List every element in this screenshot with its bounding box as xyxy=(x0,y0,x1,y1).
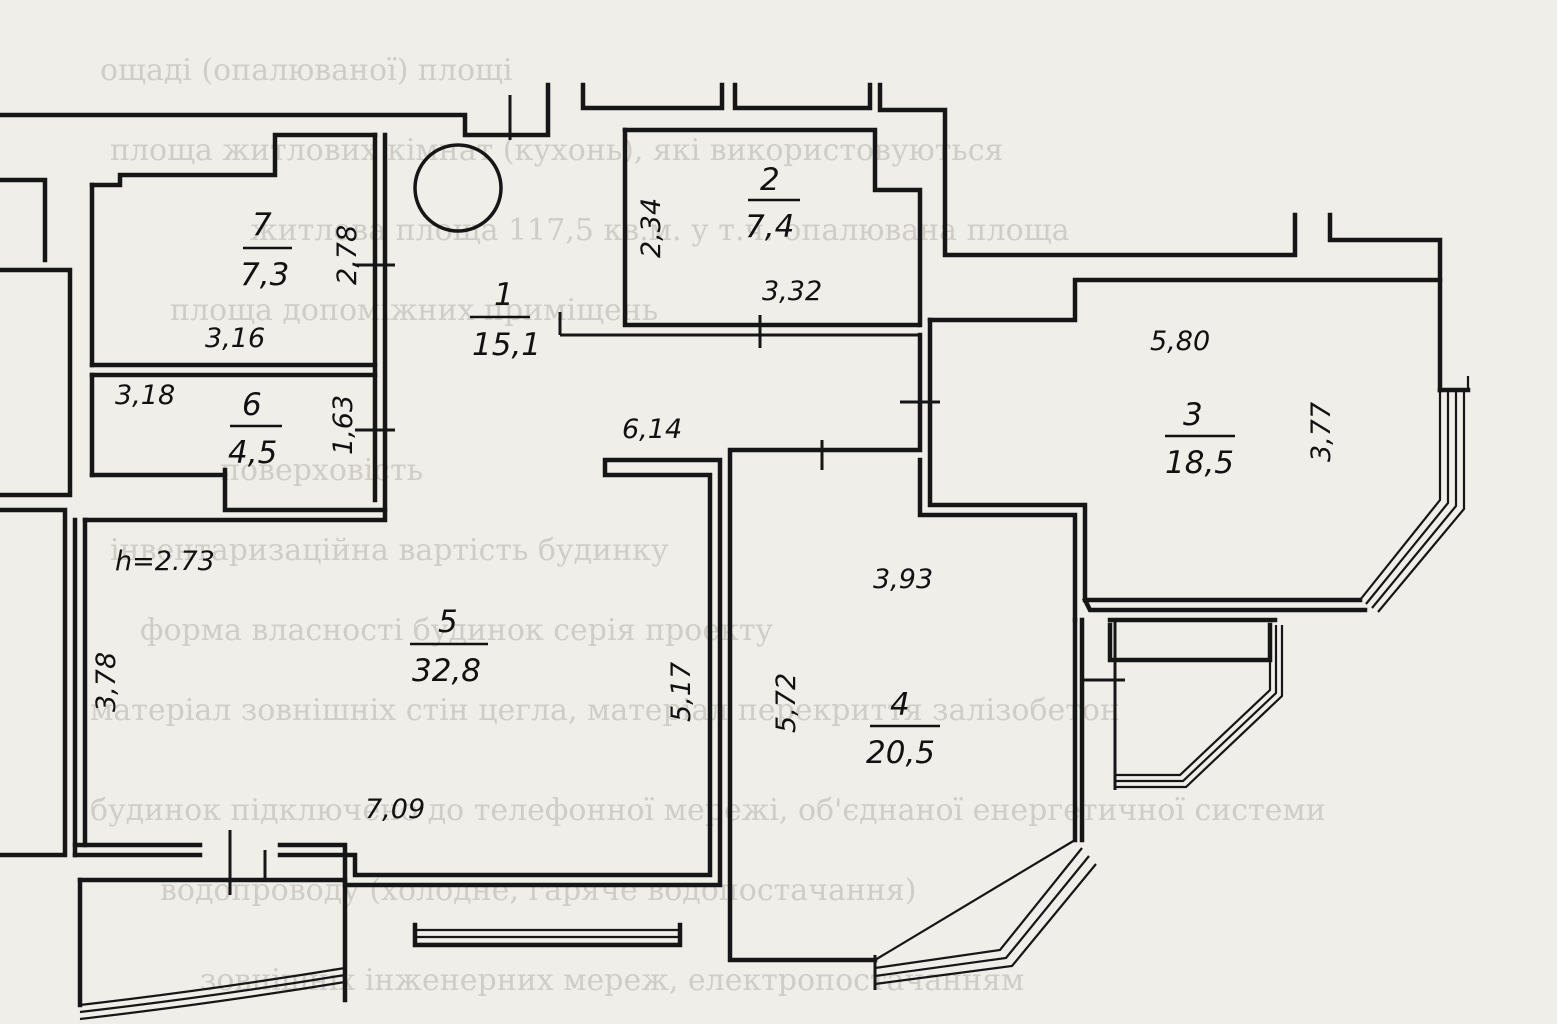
column-circle xyxy=(413,143,503,233)
room-5-area: 32,8 xyxy=(412,653,481,689)
dim-3-32: 3,32 xyxy=(762,276,822,307)
dim-5-17: 5,17 xyxy=(666,662,697,722)
room-6-label: 6 4,5 xyxy=(228,387,282,471)
ceiling-height: h=2.73 xyxy=(115,546,215,577)
dim-2-78: 2,78 xyxy=(332,225,363,285)
door-marks xyxy=(228,95,1125,895)
bg-line: матеріал зовнішніх стін цегла, матеріал … xyxy=(90,693,1120,728)
room-labels: 7 7,3 6 4,5 1 15,1 2 7,4 3 18,5 4 20,5 xyxy=(228,162,1235,771)
dimension-labels: 2,78 3,16 3,18 1,63 2,34 3,32 6,14 5,80 … xyxy=(91,198,1337,825)
room-7-number: 7 xyxy=(252,207,272,243)
dim-3-78: 3,78 xyxy=(91,652,122,712)
room-3-label: 3 18,5 xyxy=(1165,397,1235,481)
dim-5-72: 5,72 xyxy=(771,673,802,733)
dim-3-18: 3,18 xyxy=(115,380,175,411)
room-3-number: 3 xyxy=(1183,397,1203,433)
bg-line: ощаді (опалюваної) площі xyxy=(100,53,513,88)
room-6-number: 6 xyxy=(242,387,262,423)
dim-3-16: 3,16 xyxy=(205,323,265,354)
dim-6-14: 6,14 xyxy=(622,414,682,445)
dim-7-09: 7,09 xyxy=(365,794,425,825)
room-1-label: 1 15,1 xyxy=(470,277,541,363)
room-5-number: 5 xyxy=(438,604,458,640)
room-4-area: 20,5 xyxy=(866,735,935,771)
dim-1-63: 1,63 xyxy=(328,395,359,455)
windows xyxy=(79,376,1470,1021)
bg-line: інвентаризаційна вартість будинку xyxy=(110,533,669,568)
room-7-label: 7 7,3 xyxy=(240,207,292,293)
bg-line: площа допоміжних приміщень xyxy=(170,293,658,328)
walls xyxy=(0,82,1471,1008)
room-2-label: 2 7,4 xyxy=(745,162,800,245)
bg-line: поверховість xyxy=(220,453,423,488)
room-4-number: 4 xyxy=(890,687,910,723)
room-1-number: 1 xyxy=(494,277,514,313)
dim-2-34: 2,34 xyxy=(636,198,667,258)
bg-line: форма власності будинок серія проекту xyxy=(140,613,773,648)
room-5-label: 5 32,8 xyxy=(410,604,488,689)
bg-line: площа житлових кімнат (кухонь), які вико… xyxy=(110,133,1003,168)
room-3-area: 18,5 xyxy=(1165,445,1234,481)
dim-5-80: 5,80 xyxy=(1150,326,1210,357)
dim-3-93: 3,93 xyxy=(873,564,933,595)
room-2-area: 7,4 xyxy=(745,209,794,245)
room-4-label: 4 20,5 xyxy=(866,687,940,771)
dim-3-77: 3,77 xyxy=(1306,402,1337,462)
room-7-area: 7,3 xyxy=(240,257,289,293)
room-1-area: 15,1 xyxy=(472,327,541,363)
room-2-number: 2 xyxy=(760,162,780,198)
room-6-area: 4,5 xyxy=(228,435,277,471)
